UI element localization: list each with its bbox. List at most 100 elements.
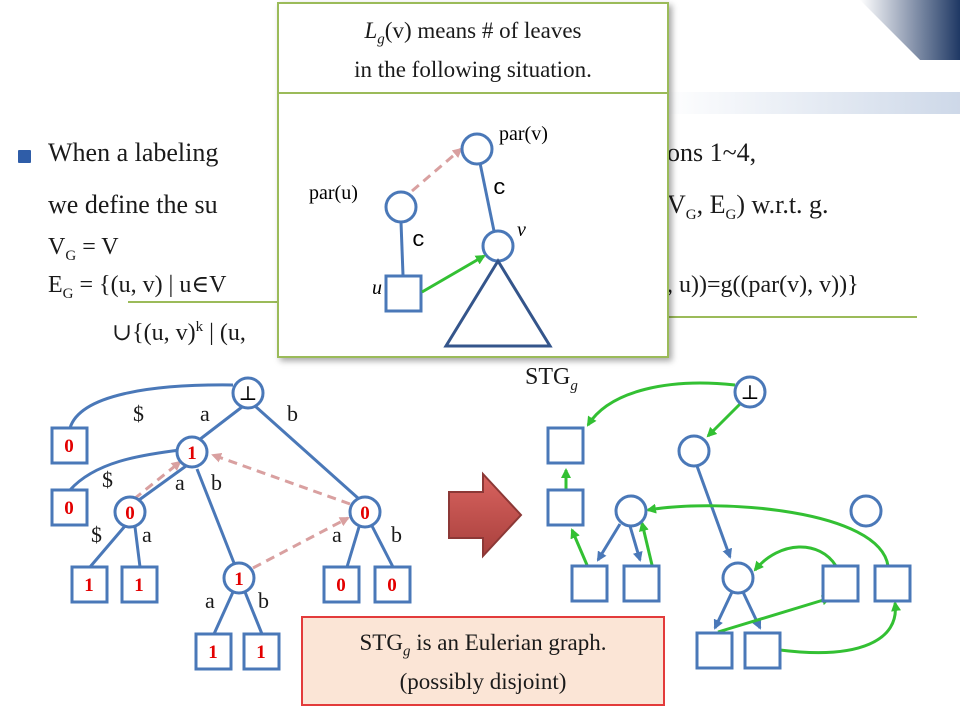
- edge-label-b-bottom: b: [258, 588, 269, 613]
- stg-blue-edge-5: [741, 591, 762, 630]
- tree-edge-n3-l3: [345, 526, 361, 568]
- label-leaf-top: 0: [64, 436, 74, 457]
- popup-label-c2: c: [412, 228, 425, 253]
- dashed-arrow-n2-n1: [133, 460, 182, 501]
- tree-edge-n3-l4: [370, 525, 395, 568]
- tree-node-n4: [222, 561, 256, 595]
- eg-line-right: , u))=g((par(v), v))}: [667, 270, 859, 300]
- vg-v: V: [48, 234, 66, 260]
- popup-dashed-arrow: [411, 147, 463, 193]
- callout-line2: (possibly disjoint): [399, 668, 567, 694]
- label-n1: 1: [187, 443, 197, 464]
- line2-end: ) w.r.t. g.: [736, 190, 829, 219]
- eg-right: , u))=g((par(v), v))}: [667, 272, 859, 298]
- popup-node-paru: [384, 190, 418, 224]
- popup-title-line2: in the following situation.: [354, 56, 592, 82]
- dashed-arrow-n3-n1: [211, 452, 351, 506]
- vg-rest: = V: [76, 234, 119, 260]
- label-l2: 1: [134, 575, 144, 596]
- edge-label-b-top: b: [287, 401, 298, 426]
- tree-node-n2: [113, 495, 147, 529]
- tree-edge-root-n3: [254, 404, 360, 501]
- label-n4: 1: [234, 569, 244, 590]
- label-l6: 1: [256, 642, 266, 663]
- stg-title-text: STG: [525, 364, 571, 390]
- popup-label-paru: par(u): [309, 182, 358, 204]
- popup-edge-parv-v: [478, 162, 496, 232]
- label-l5: 1: [208, 642, 218, 663]
- stg-blue-edge-4: [713, 591, 734, 630]
- corner-decoration: [860, 0, 960, 60]
- edge-label-dollar-mid: $: [102, 467, 113, 492]
- popup-label-u: u: [372, 277, 382, 299]
- eg-left: = {(u, v) | u∈V: [73, 272, 227, 298]
- callout-rest: is an Eulerian graph.: [410, 630, 607, 655]
- tree-edge-root-n1: [198, 405, 243, 442]
- callout-g: g: [402, 643, 411, 660]
- tree-edge-n2-l1: [88, 525, 127, 568]
- label-l3: 0: [336, 575, 346, 596]
- stg-green-edge-b1-r1: [717, 595, 832, 634]
- tree-node-n3: [348, 495, 382, 529]
- stg-square-l1: [570, 564, 609, 603]
- line2-left: we define the su: [48, 190, 218, 219]
- union-line: ∪{(u, v)k | (u,: [112, 312, 246, 348]
- stg-square-b2: [743, 631, 782, 670]
- popup-title: Lg(v) means # of leaves in the following…: [279, 4, 667, 94]
- stg-square-1: [546, 426, 585, 465]
- popup-green-arrow: [421, 254, 486, 294]
- line1-right: ons 1~4,: [667, 138, 757, 167]
- eulerian-callout: STGg is an Eulerian graph. (possibly dis…: [301, 616, 665, 706]
- line2-g1: G: [685, 207, 697, 224]
- tree-leaf-l5: [194, 632, 233, 671]
- stg-square-b1: [695, 631, 734, 670]
- edge-label-a-right: a: [332, 522, 342, 547]
- edge-label-a-top: a: [200, 401, 210, 426]
- stg-node-n4: [721, 561, 755, 595]
- edge-label-dollar-top: $: [133, 401, 144, 426]
- popup-diagram: par(v) par(u) c c v u: [309, 123, 553, 348]
- eg-g: G: [62, 285, 74, 302]
- tree-root-node: [231, 376, 265, 410]
- stg-square-r1: [821, 564, 860, 603]
- stg-green-edge-root-sq1: [586, 381, 736, 427]
- popup-title-line1: Lg(v) means # of leaves: [279, 16, 667, 55]
- tree-leaf-top: [50, 426, 89, 465]
- body-line-2-right: VG, EG) w.r.t. g.: [667, 190, 829, 230]
- tree-leaf-mid: [50, 488, 89, 527]
- popup-node-v: [481, 229, 515, 263]
- bullet-icon: [18, 150, 31, 163]
- union-left: ∪{(u, v): [112, 320, 196, 346]
- underline-left: [128, 301, 278, 303]
- left-suffix-tree: $ a b $ a b $ a a b a b ⊥ 0 0 1 0 0 1 1 …: [50, 376, 412, 671]
- popup-subtree-triangle: [443, 258, 553, 348]
- eg-e: E: [48, 272, 63, 298]
- edge-label-a-low: a: [142, 522, 152, 547]
- edge-label-a-bottom: a: [205, 588, 215, 613]
- stg-square-r2: [873, 564, 912, 603]
- popup-edge-paru-u: [399, 221, 405, 276]
- tree-root-symbol: ⊥: [239, 383, 258, 405]
- line2-g2: G: [725, 207, 737, 224]
- transform-arrow-icon: [448, 471, 523, 559]
- stg-square-2: [546, 488, 585, 527]
- tree-leaf-l2: [120, 565, 159, 604]
- stg-title: STGg: [525, 364, 578, 395]
- stg-title-g: g: [570, 377, 578, 394]
- callout-line1: STGg is an Eulerian graph.: [303, 628, 663, 667]
- union-tail: | (u,: [203, 320, 246, 346]
- tree-edge-n2-l2: [133, 526, 142, 568]
- label-n3: 0: [360, 503, 370, 524]
- tree-node-n1: [175, 435, 209, 469]
- label-l4: 0: [387, 575, 397, 596]
- stg-blue-edge-2: [596, 523, 622, 562]
- tree-edge-n4-l6: [243, 591, 264, 635]
- body-line-1: When a labeling: [48, 138, 218, 168]
- definition-popup: Lg(v) means # of leaves in the following…: [277, 2, 669, 358]
- tree-edge-root-leaf: [68, 383, 234, 429]
- callout-stg: STG: [359, 630, 403, 655]
- label-leaf-mid: 0: [64, 498, 74, 519]
- union-k: k: [195, 319, 204, 335]
- stg-blue-edge-3: [628, 525, 643, 562]
- stg-root-symbol: ⊥: [741, 382, 760, 404]
